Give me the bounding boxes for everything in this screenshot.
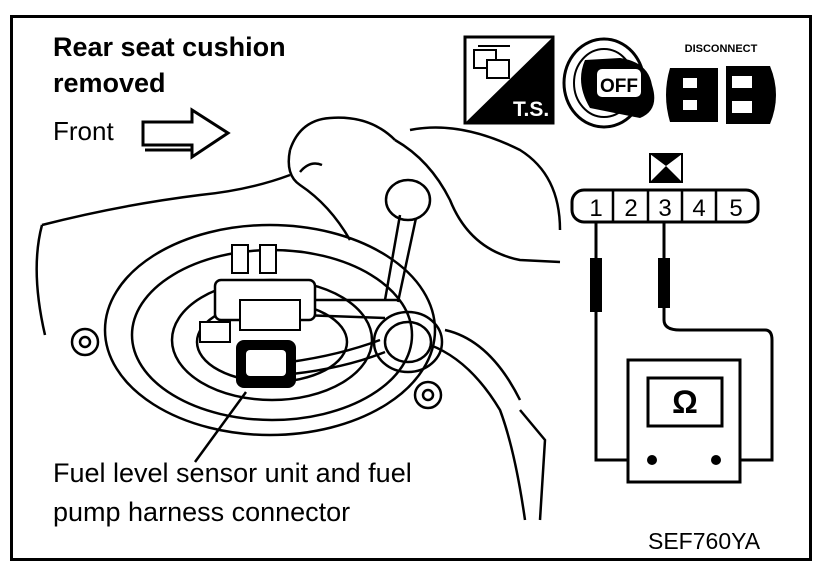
front-arrow-icon (141, 107, 231, 160)
disconnect-icon: DISCONNECT (666, 43, 776, 124)
heading-line-1: Rear seat cushion (53, 32, 286, 62)
diagram-frame (10, 15, 812, 561)
pin-2-label: 2 (624, 195, 637, 222)
probe-left (590, 258, 602, 312)
pin-1-label: 1 (589, 195, 602, 222)
ignition-off-icon: OFF (562, 37, 655, 129)
figure-code: SEF760YA (648, 528, 761, 554)
connector-terminal-block: 1 2 3 4 5 (570, 153, 760, 224)
ohm-symbol: Ω (672, 384, 698, 420)
ts-label: T.S. (513, 98, 549, 121)
pin-5-label: 5 (729, 195, 742, 222)
off-label: OFF (600, 76, 638, 97)
front-label: Front (53, 116, 114, 146)
caption-line-1: Fuel level sensor unit and fuel (53, 458, 412, 488)
caption-line-2: pump harness connector (53, 497, 351, 527)
ohmmeter-icon: Ω (626, 358, 742, 484)
pin-3-label: 3 (658, 195, 671, 222)
disconnect-label: DISCONNECT (685, 43, 758, 55)
troubleshooting-icon: T.S. (463, 35, 555, 125)
harness-connector-illustration (193, 244, 317, 463)
heading-line-2: removed (53, 68, 166, 98)
probe-right (658, 258, 670, 308)
pin-4-label: 4 (692, 195, 705, 222)
